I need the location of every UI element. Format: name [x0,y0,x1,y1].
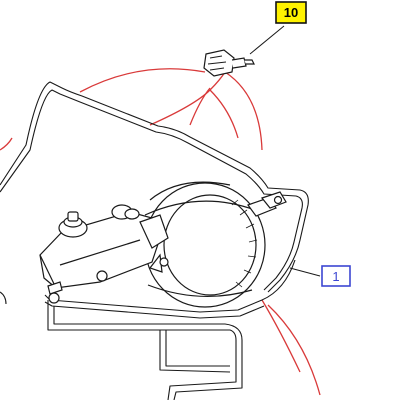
master-cylinder-icon [39,204,169,304]
callout-10[interactable]: 10 [275,1,307,24]
callout-leaders [249,25,321,277]
bolt-fitting-icon [203,49,255,77]
callout-10-label: 10 [284,5,298,20]
callout-10-box [275,1,307,24]
brake-lines [0,81,309,400]
callout-1-label: 1 [332,269,339,284]
red-leader-lines [0,68,321,396]
callout-1-box [321,265,351,287]
brake-booster-icon [144,181,287,308]
callout-1[interactable]: 1 [321,265,351,287]
